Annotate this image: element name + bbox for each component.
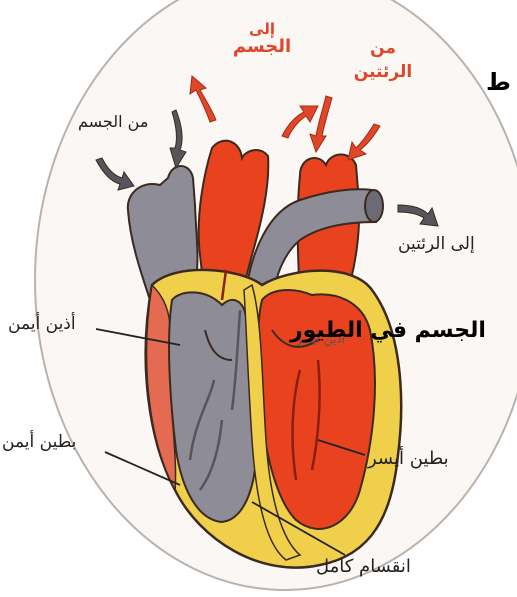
label-from-lungs-line2: الرئتين (348, 60, 418, 84)
label-to-body-line2: الجسم (232, 38, 292, 56)
label-complete-septum: انقسام كامل (316, 556, 411, 577)
overlay-corner-text: ط (486, 68, 511, 96)
label-left-ventricle: بطين أيسر (368, 448, 449, 469)
overlay-body-in-birds: الجسم في الطيور (290, 318, 486, 343)
label-right-ventricle: بطين أيمن (2, 432, 76, 452)
label-to-lungs: إلى الرئتين (398, 234, 475, 254)
label-from-lungs-line1: من (348, 36, 418, 60)
label-to-body: إلى الجسم (232, 20, 292, 56)
label-from-lungs: من الرئتين (348, 36, 418, 84)
label-right-atrium: أذين أيمن (8, 314, 76, 334)
label-from-body: من الجسم (78, 112, 148, 131)
pulmonary-artery-opening (365, 190, 383, 222)
